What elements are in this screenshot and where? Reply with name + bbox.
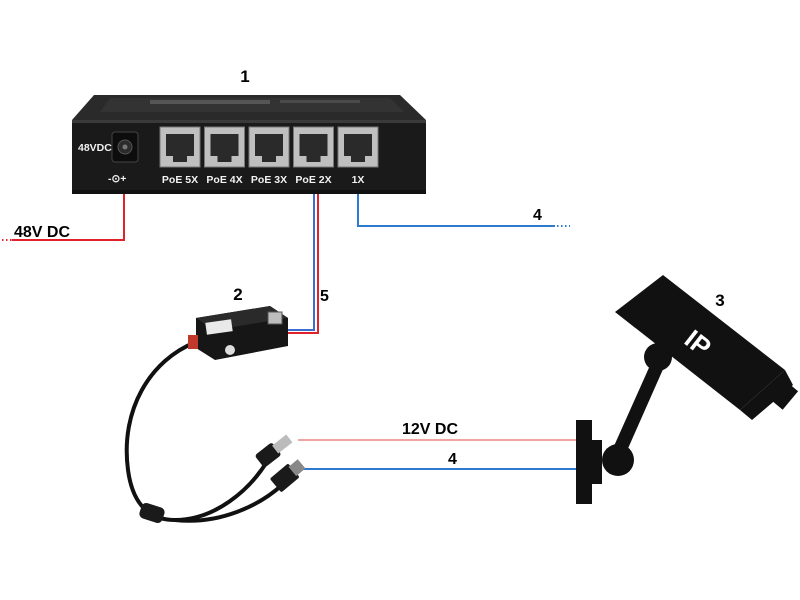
ip-camera-icon [576, 275, 799, 504]
switch-port-label: 1X [352, 174, 365, 186]
poe-switch-icon [72, 95, 426, 194]
camera-callout: 3 [715, 291, 724, 310]
switch-port [204, 126, 245, 168]
camera-power-label: 12V DC [402, 421, 458, 438]
switch-port [159, 126, 201, 168]
switch-port-label: PoE 4X [206, 174, 242, 186]
switch-polarity-label: -⊙+ [108, 173, 126, 185]
switch-power-input-label: 48VDC [78, 142, 112, 154]
camera-ethernet-label: 4 [448, 451, 457, 468]
switch-port [248, 126, 290, 168]
power-input-label: 48V DC [14, 224, 70, 241]
switch-callout: 1 [240, 67, 249, 86]
power-input-wire [12, 192, 125, 241]
switch-port-label: PoE 5X [162, 174, 198, 186]
switch-port-label: PoE 2X [295, 174, 331, 186]
switch-port-label: PoE 3X [251, 174, 287, 186]
switch-port [293, 126, 334, 168]
poe-link-wire-blue [286, 192, 315, 331]
splitter-callout: 2 [233, 285, 242, 304]
poe-link-label: 5 [320, 288, 329, 305]
switch-port [337, 126, 379, 168]
uplink-wire [357, 192, 555, 227]
uplink-label: 4 [533, 207, 542, 224]
poe-link-wire-red [286, 192, 319, 334]
poe-splitter-icon [124, 306, 306, 524]
